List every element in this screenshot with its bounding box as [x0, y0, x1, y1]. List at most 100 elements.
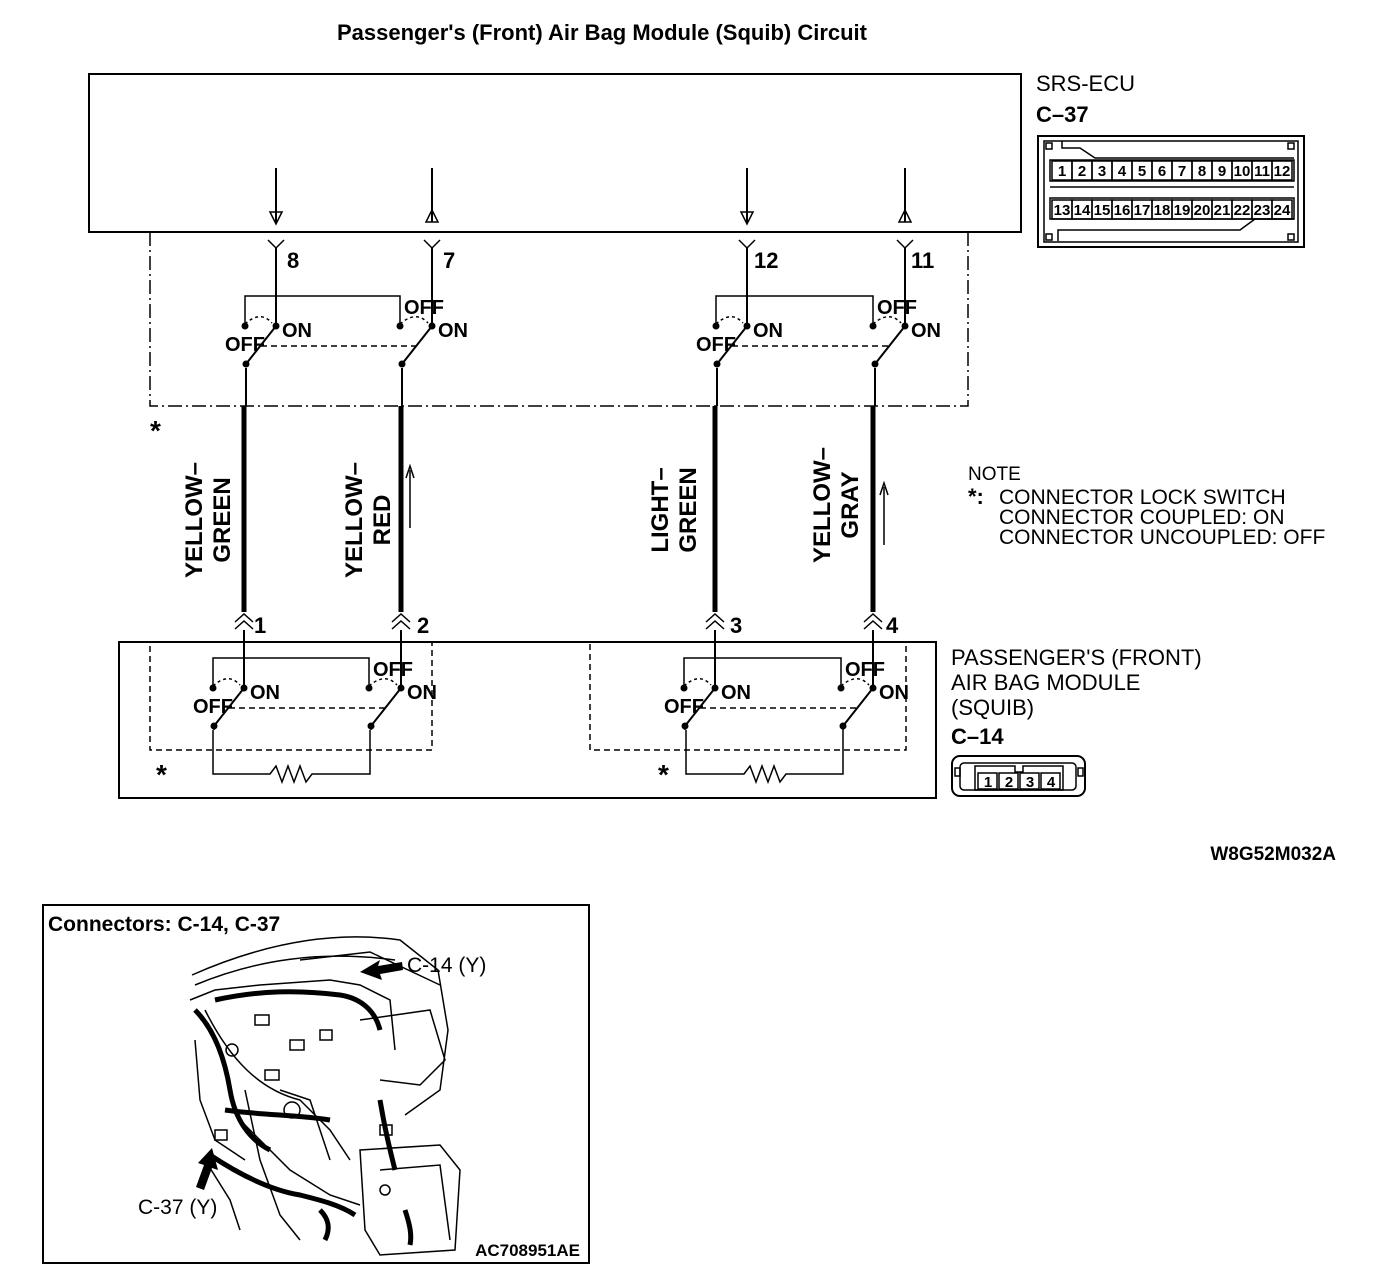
ecu-asterisk: *: [150, 415, 161, 446]
module-pin-label: 1: [254, 613, 266, 638]
ecu-connector-label: C–37: [1036, 102, 1089, 127]
switch-blade: [716, 325, 748, 365]
switch-off-contact: [241, 322, 249, 330]
ecu-terminal-forks: [267, 239, 914, 250]
switch-on-label: ON: [250, 682, 280, 704]
module-lock-zone-left: [149, 641, 433, 751]
wire-color-label: YELLOW–: [341, 462, 368, 578]
switch-on-label: ON: [438, 320, 468, 342]
switch-travel: [244, 316, 273, 325]
harness-wires: [241, 406, 876, 612]
ecu-connector-face: [1037, 135, 1305, 248]
wire-color-label: RED: [369, 495, 396, 546]
switch-blade: [370, 687, 402, 727]
module-connector-face: [951, 755, 1086, 797]
ecu-pin-label: 12: [754, 248, 778, 273]
module-pin-label: 3: [730, 613, 742, 638]
squib-resistor-left: [212, 730, 371, 785]
srs-ecu-box: [88, 73, 1022, 233]
connector-pin-number: 6: [1158, 163, 1166, 180]
connector-pin-number: 13: [1054, 202, 1071, 219]
wire-color-label: YELLOW–: [809, 447, 836, 563]
module-connector-pin-cell: [1040, 772, 1061, 790]
dashboard-illustration: [189, 936, 461, 1256]
switch-on-label: ON: [721, 682, 751, 704]
connector-pin-number: 24: [1274, 202, 1291, 219]
switch-on-label: ON: [282, 320, 312, 342]
module-connector-pin-number: 1: [984, 774, 992, 791]
callout-c37: C-37 (Y): [138, 1196, 217, 1219]
switch-on-label: ON: [753, 320, 783, 342]
switch-off-label: OFF: [225, 334, 265, 356]
switch-off-label: OFF: [404, 297, 444, 319]
connector-location-panel: [42, 904, 590, 1264]
ecu-signal-arrows: [268, 168, 913, 226]
diagram-title: Passenger's (Front) Air Bag Module (Squi…: [337, 20, 868, 45]
connector-pin-number: 10: [1234, 163, 1251, 180]
wire-color-label: GRAY: [837, 471, 864, 538]
switch-pivot: [242, 360, 250, 368]
switch-off-contact: [680, 684, 688, 692]
switch-off-contact: [396, 322, 404, 330]
module-connector-pin-number: 3: [1026, 774, 1034, 791]
module-pin-label: 4: [886, 613, 899, 638]
module-connector-pin-cell: [977, 772, 998, 790]
module-pin-label: 2: [417, 613, 429, 638]
connector-pin-number: 4: [1118, 163, 1127, 180]
connector-pin-number: 17: [1134, 202, 1151, 219]
switch-off-contact: [365, 684, 373, 692]
switch-off-bridge: [244, 295, 401, 326]
switch-blade: [842, 687, 874, 727]
connector-pin-number: 11: [1254, 163, 1270, 180]
connector-pin-number: 3: [1098, 163, 1106, 180]
note-heading: NOTE: [968, 464, 1021, 485]
diagram-code: W8G52M032A: [1210, 844, 1336, 865]
module-connector-pin-number: 4: [1047, 774, 1056, 791]
connector-pin-number: 8: [1198, 163, 1206, 180]
switch-blade: [401, 325, 433, 365]
note-marker: *:: [968, 484, 984, 509]
connector-pin-number: 14: [1074, 202, 1091, 219]
switch-blade: [684, 687, 716, 727]
switch-off-bridge: [683, 657, 842, 688]
squib-resistor-right: [685, 730, 844, 785]
switch-off-contact: [209, 684, 217, 692]
connector-pin-number: 2: [1078, 163, 1086, 180]
connector-pin-number: 15: [1094, 202, 1111, 219]
switch-on-label: ON: [407, 682, 437, 704]
switch-off-contact: [712, 322, 720, 330]
switch-off-label: OFF: [373, 659, 413, 681]
switch-off-label: OFF: [845, 659, 885, 681]
callout-c14: C-14 (Y): [407, 954, 486, 977]
switch-off-bridge: [212, 657, 370, 688]
connector-pin-number: 1: [1058, 163, 1066, 180]
switch-off-contact: [837, 684, 845, 692]
c14-callout-arrow: [360, 960, 403, 980]
connector-pin-number: 9: [1218, 163, 1226, 180]
module-asterisk-left: *: [156, 759, 167, 790]
switch-off-contact: [869, 322, 877, 330]
ecu-lock-switch-zone: [149, 232, 969, 407]
module-asterisk-right: *: [658, 759, 669, 790]
switch-blade: [245, 325, 277, 365]
note-line2: CONNECTOR COUPLED: ON: [999, 506, 1284, 529]
connector-pin-number: 12: [1274, 163, 1291, 180]
module-name-line1: PASSENGER'S (FRONT): [951, 645, 1202, 670]
module-connector-pin-cell: [998, 772, 1019, 790]
location-code: AC708951AE: [475, 1241, 580, 1260]
ecu-pin-label: 8: [287, 248, 299, 273]
connector-pin-number: 5: [1138, 163, 1146, 180]
note-line1: CONNECTOR LOCK SWITCH: [999, 486, 1286, 509]
switch-off-label: OFF: [696, 334, 736, 356]
module-connector-label: C–14: [951, 724, 1004, 749]
module-name-line2: AIR BAG MODULE: [951, 670, 1140, 695]
switch-off-bridge: [715, 295, 874, 326]
switch-off-label: OFF: [877, 297, 917, 319]
switch-on-label: ON: [879, 682, 909, 704]
location-title: Connectors: C-14, C-37: [48, 913, 280, 936]
switch-pivot: [871, 360, 879, 368]
module-terminal-chevrons: [234, 612, 883, 630]
